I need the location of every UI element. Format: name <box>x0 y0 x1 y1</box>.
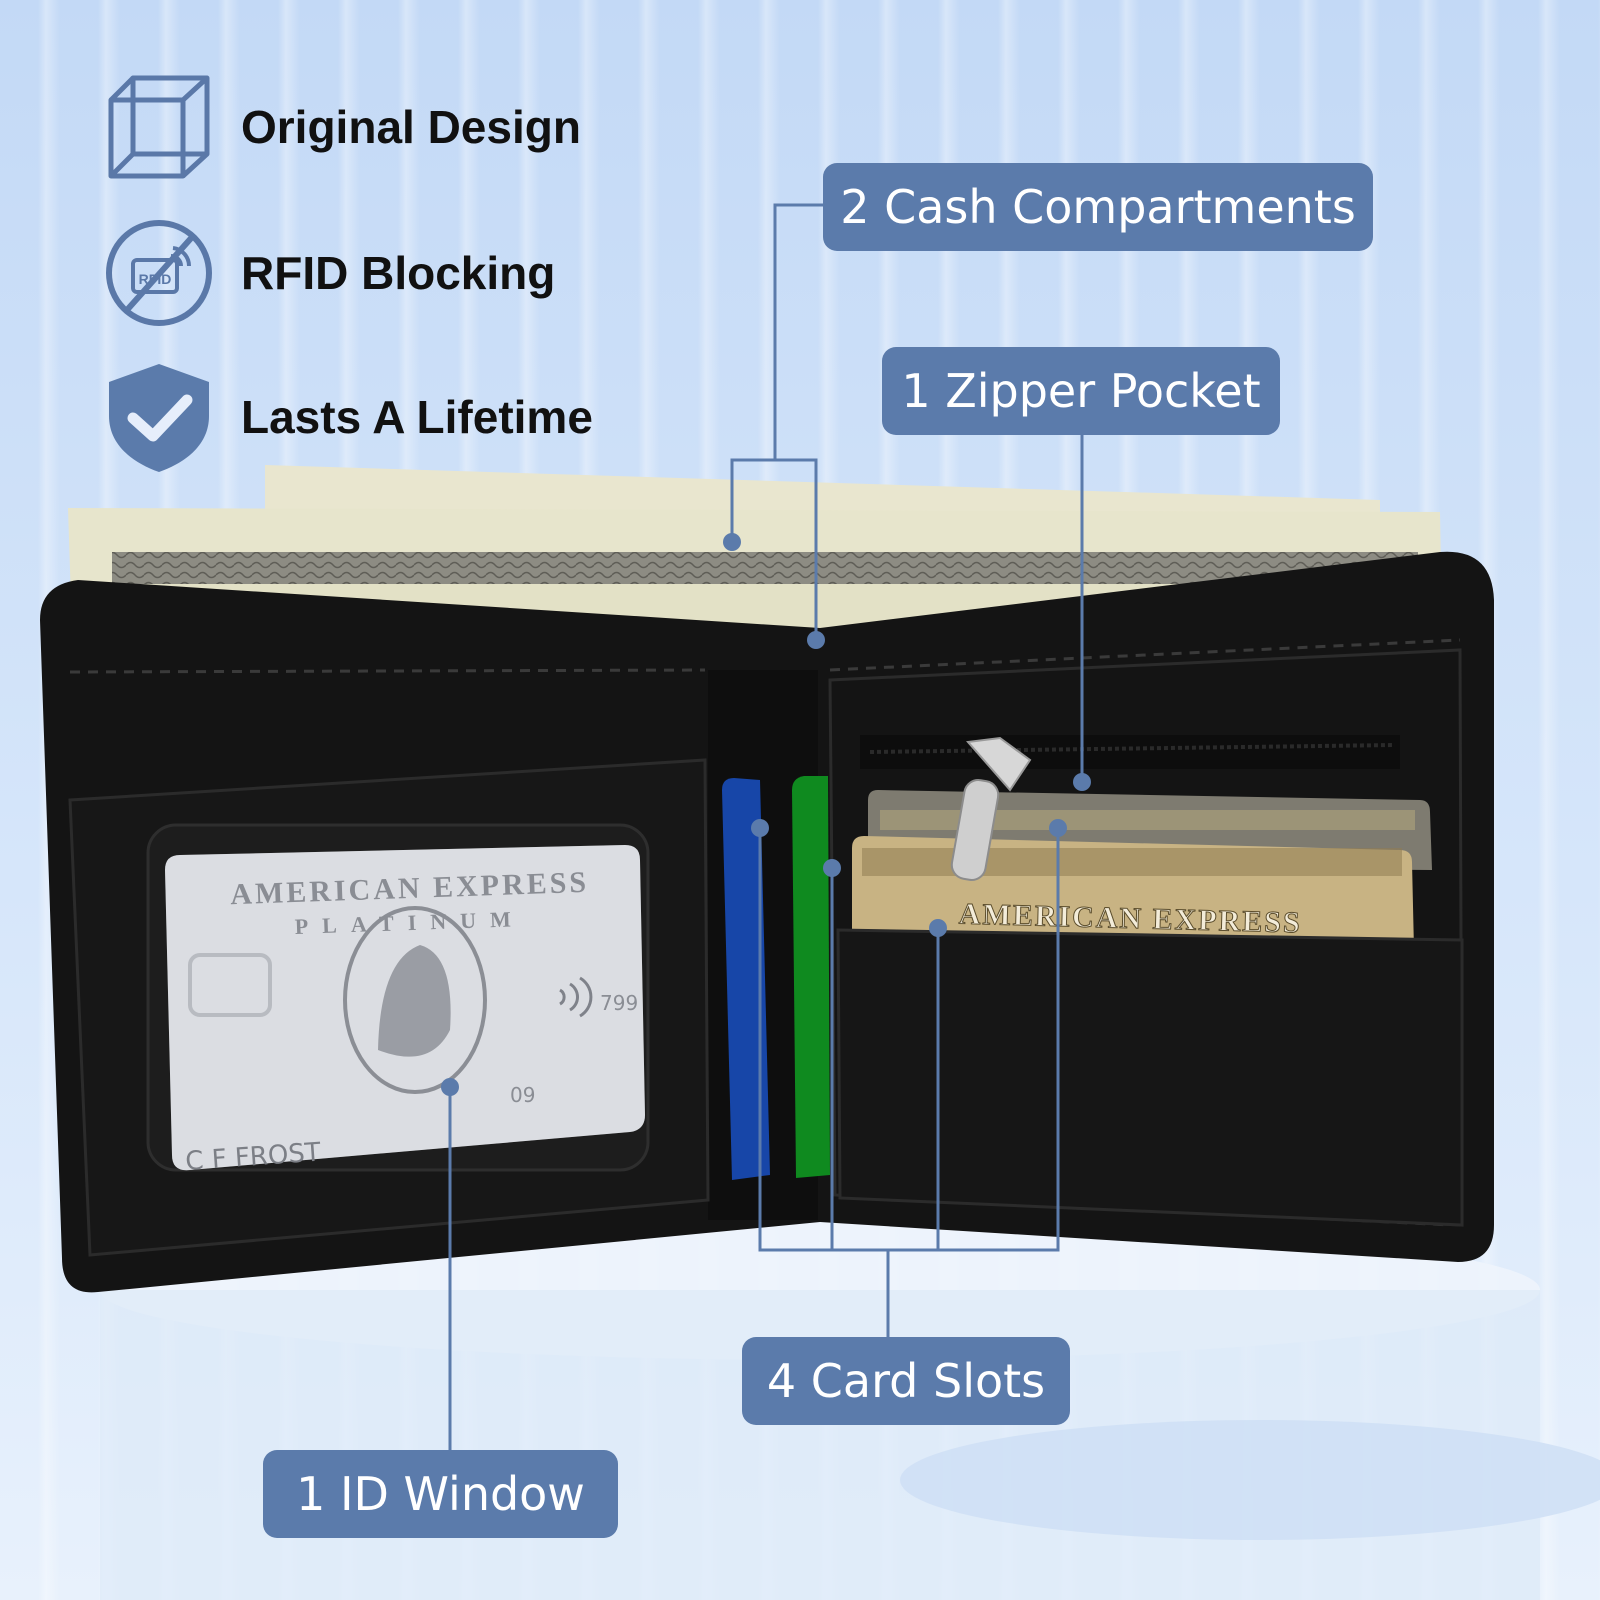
callout-id-window: 1 ID Window <box>263 1450 618 1538</box>
cube-icon <box>105 72 213 182</box>
callout-card-slots: 4 Card Slots <box>742 1337 1070 1425</box>
feature-label: Lasts A Lifetime <box>241 391 593 443</box>
feature-original-design: Original Design <box>105 72 581 182</box>
rfid-blocking-icon: RFID <box>105 218 213 328</box>
callout-cash-compartments: 2 Cash Compartments <box>823 163 1373 251</box>
shield-check-icon <box>105 362 213 472</box>
feature-rfid-blocking: RFID RFID Blocking <box>105 218 555 328</box>
feature-label: Original Design <box>241 101 581 153</box>
feature-label: RFID Blocking <box>241 247 556 299</box>
rfid-icon-text: RFID <box>139 271 172 287</box>
feature-lasts-a-lifetime: Lasts A Lifetime <box>105 362 593 472</box>
callout-zipper-pocket: 1 Zipper Pocket <box>882 347 1280 435</box>
